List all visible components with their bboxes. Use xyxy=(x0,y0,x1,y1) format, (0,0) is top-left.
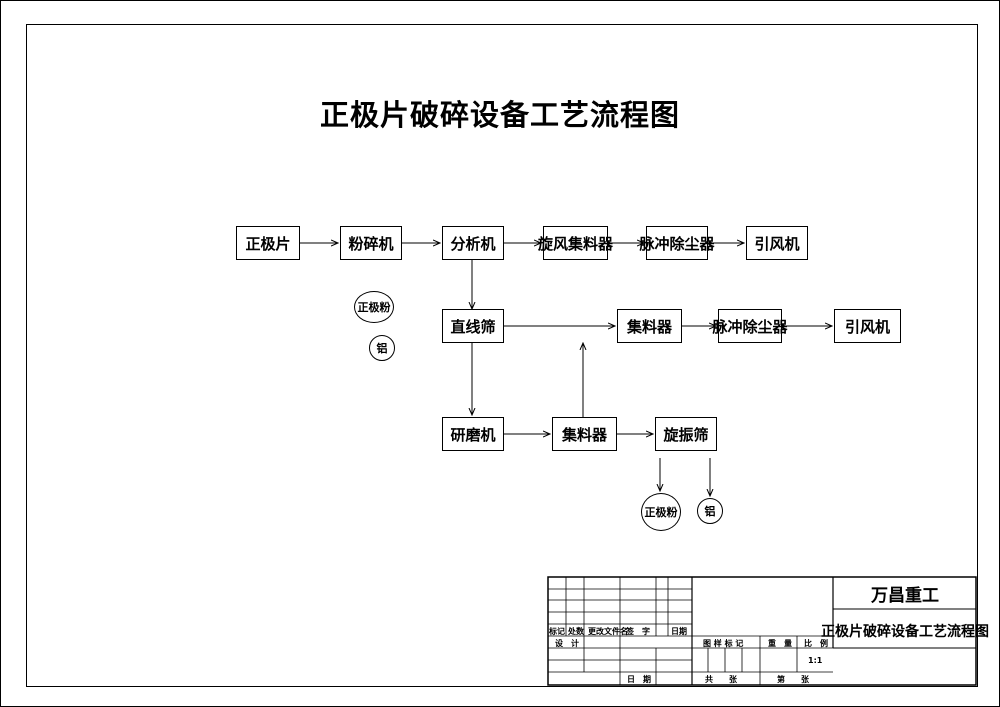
node-cyclone-collector: 旋风集料器 xyxy=(538,226,613,260)
tb-header-signature: 签 字 xyxy=(626,627,650,636)
node-grinder: 研磨机 xyxy=(442,417,504,451)
tb-total-sheets: 共 张 xyxy=(705,675,737,684)
output-cathode-powder-2: 正极粉 xyxy=(641,493,681,531)
node-classifier: 分析机 xyxy=(442,226,504,260)
tb-header-docname: 更改文件名 xyxy=(588,627,628,636)
output-aluminum-1: 铝 xyxy=(369,335,395,361)
tb-header-date: 日期 xyxy=(671,627,687,636)
node-collector-2: 集料器 xyxy=(552,417,617,451)
node-crusher: 粉碎机 xyxy=(340,226,402,260)
node-pulse-dust-collector-1: 脉冲除尘器 xyxy=(640,226,715,260)
tb-stage-mark: 图 样 标 记 xyxy=(703,639,744,648)
tb-design: 设 计 xyxy=(555,639,579,648)
node-cathode-sheet: 正极片 xyxy=(236,226,300,260)
output-aluminum-2: 铝 xyxy=(697,498,723,524)
tb-scale: 比 例 xyxy=(804,639,828,648)
diagram-title: 正极片破碎设备工艺流程图 xyxy=(319,98,680,132)
tb-scale-value: 1:1 xyxy=(808,656,823,665)
node-linear-screen: 直线筛 xyxy=(442,309,504,343)
node-induced-fan-1: 引风机 xyxy=(746,226,808,260)
tb-weight: 重 量 xyxy=(768,639,792,648)
tb-sheet-no: 第 张 xyxy=(777,675,809,684)
tb-date: 日 期 xyxy=(627,675,651,684)
company-name: 万昌重工 xyxy=(871,585,939,606)
tb-header-mark: 标记 xyxy=(549,627,565,636)
node-pulse-dust-collector-2: 脉冲除尘器 xyxy=(713,309,788,343)
drawing-frame xyxy=(26,24,978,687)
node-induced-fan-2: 引风机 xyxy=(834,309,901,343)
node-collector-1: 集料器 xyxy=(617,309,682,343)
node-rotary-vibrating-screen: 旋振筛 xyxy=(655,417,717,451)
output-cathode-powder-1: 正极粉 xyxy=(354,291,394,323)
drawing-title: 正极片破碎设备工艺流程图 xyxy=(821,624,989,640)
tb-header-count: 处数 xyxy=(568,627,584,636)
